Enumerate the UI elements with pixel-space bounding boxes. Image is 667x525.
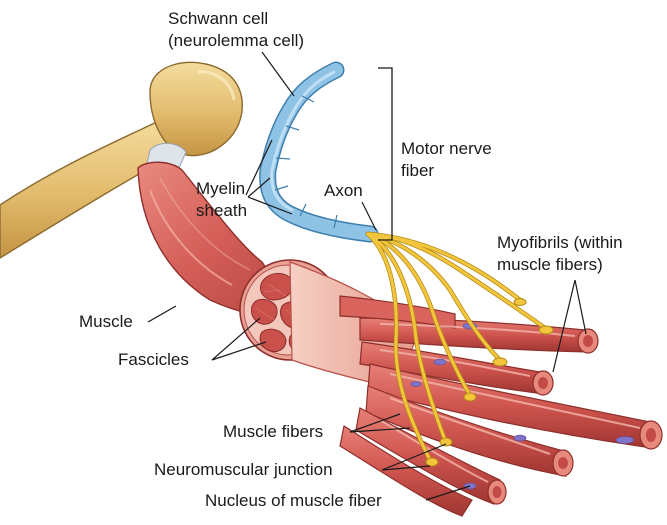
axon-label: Axon [324,180,363,201]
neuromuscular-junction-label: Neuromuscular junction [154,459,333,480]
motor-nerve-fiber-label-sub: fiber [401,160,434,181]
myelin-sheath-label-sub: sheath [196,200,247,221]
myelin-sheath-label: Myelin [196,178,245,199]
myelinated-nerve [268,70,370,234]
nucleus-of-muscle-fiber-label: Nucleus of muscle fiber [205,490,382,511]
schwann-cell-label: Schwann cell [168,8,268,29]
motor-nerve-fiber-label: Motor nerve [401,138,492,159]
fascicles-label: Fascicles [118,349,189,370]
muscle-label: Muscle [79,311,133,332]
myofibrils-label-sub: muscle fibers) [497,254,603,275]
motor-nerve-bracket [378,68,392,240]
myofibrils-label: Myofibrils (within [497,232,623,253]
muscle-fibers-label: Muscle fibers [223,421,323,442]
schwann-cell-label-sub: (neurolemma cell) [168,30,304,51]
